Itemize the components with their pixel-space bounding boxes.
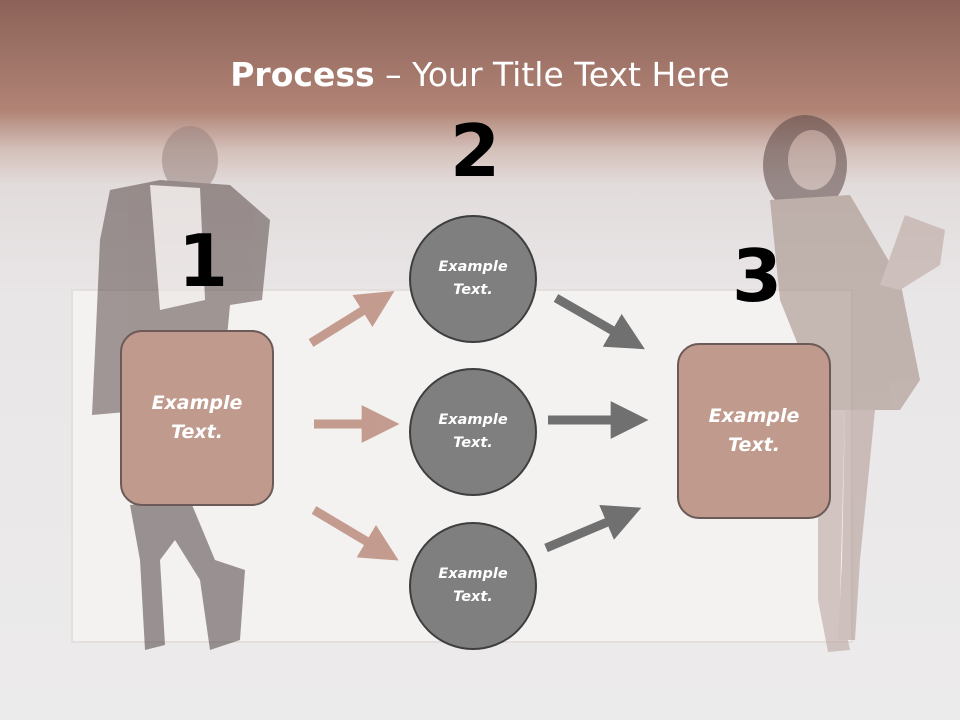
- circle-bottom: Example Text.: [409, 522, 537, 650]
- arrow-right-top: [553, 294, 645, 350]
- slide-title: Process – Your Title Text Here: [0, 55, 960, 94]
- circle-top-text: Example Text.: [438, 259, 508, 298]
- step-1-box: Example Text.: [120, 330, 274, 506]
- arrow-left-top: [308, 291, 395, 347]
- circle-bottom-text: Example Text.: [438, 566, 508, 605]
- step-number-2: 2: [450, 109, 501, 193]
- step-3-box: Example Text.: [677, 343, 831, 519]
- circle-top: Example Text.: [409, 215, 537, 343]
- title-rest: – Your Title Text Here: [374, 55, 730, 94]
- arrow-right-bottom: [544, 505, 642, 553]
- step-3-text: Example Text.: [708, 405, 800, 456]
- title-bold: Process: [230, 55, 375, 94]
- arrow-left-bottom: [311, 506, 399, 561]
- step-number-3: 3: [732, 234, 783, 318]
- circle-middle-text: Example Text.: [438, 412, 508, 451]
- circle-middle: Example Text.: [409, 368, 537, 496]
- step-number-1: 1: [178, 219, 229, 303]
- step-1-text: Example Text.: [151, 392, 243, 443]
